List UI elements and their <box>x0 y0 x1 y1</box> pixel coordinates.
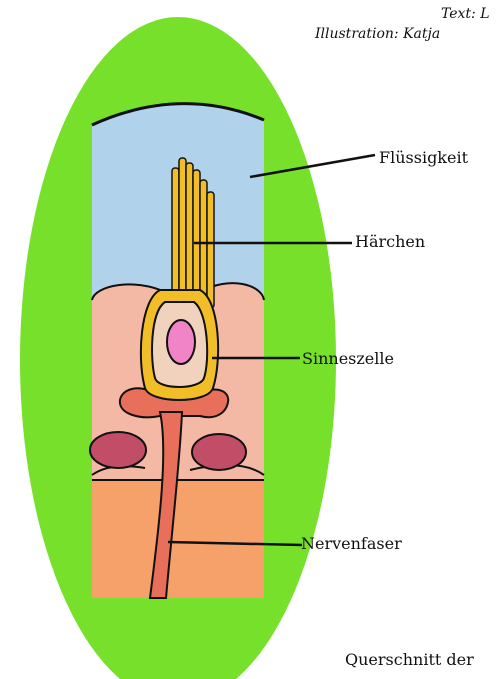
label-fluessigkeit: Flüssigkeit <box>379 148 468 167</box>
cell-nucleus <box>167 320 195 364</box>
support-nucleus-left <box>90 432 146 468</box>
label-sinneszelle: Sinneszelle <box>302 349 394 368</box>
caption: Querschnitt der <box>345 650 474 669</box>
base-layer <box>92 480 264 598</box>
support-nucleus-right <box>192 434 246 470</box>
label-nervenfaser: Nervenfaser <box>301 534 402 553</box>
label-haerchen: Härchen <box>355 232 425 251</box>
